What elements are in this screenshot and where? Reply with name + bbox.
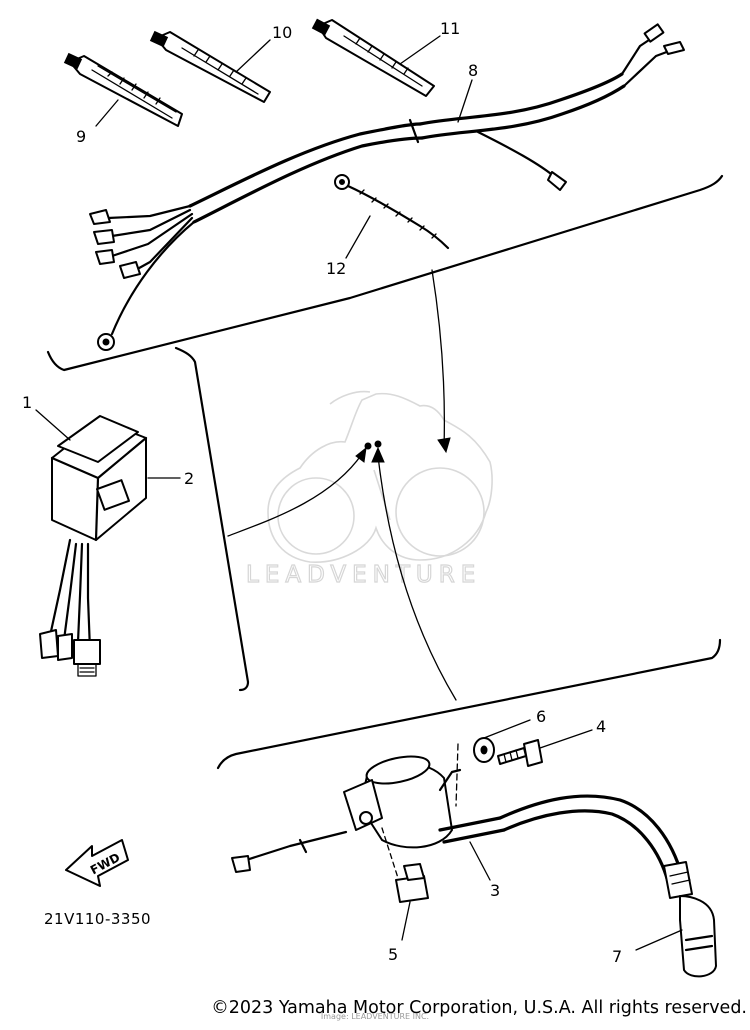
callout-10: 10 (272, 23, 292, 42)
watermark-caption: Image: LEADVENTURE INC. (320, 1012, 430, 1021)
ground-lead-12-icon (334, 174, 450, 250)
drawing-code: 21V110-3350 (44, 910, 151, 928)
fwd-arrow-icon: FWD (65, 839, 129, 887)
leader-coil-to-vehicle (377, 455, 457, 701)
watermark-text: LEADVENTURE (246, 562, 481, 588)
copyright-text: ©2023 Yamaha Motor Corporation, U.S.A. A… (211, 998, 747, 1018)
callout-2: 2 (184, 469, 194, 488)
leader-arrowhead-1 (437, 437, 451, 454)
callout-9: 9 (76, 127, 86, 146)
callout-1: 1 (22, 393, 32, 412)
frame-line-top (46, 174, 724, 372)
callout-6: 6 (536, 707, 546, 726)
ignition-coil-3-icon (231, 755, 717, 978)
frame-line-lower (216, 638, 722, 770)
leader-arrowhead-2 (355, 446, 367, 463)
callout-leader-3 (469, 841, 491, 881)
leader-arrowhead-3 (371, 446, 385, 463)
callout-leader-1 (35, 409, 71, 441)
bolt-5-axis (381, 827, 399, 879)
washer-6-icon (473, 737, 495, 763)
callout-12: 12 (326, 259, 346, 278)
callout-4: 4 (596, 717, 606, 736)
callout-leader-11 (399, 35, 441, 65)
cdi-unit-icon (39, 415, 148, 677)
callout-7: 7 (612, 947, 622, 966)
vehicle-mount-point-b (374, 440, 382, 448)
copyright-notice: ©2023 Yamaha Motor Corporation, U.S.A. A… (0, 998, 750, 1018)
frame-line-middle (174, 346, 250, 692)
cable-tie-11-icon (311, 18, 435, 97)
callout-5: 5 (388, 945, 398, 964)
callout-leader-4 (539, 729, 593, 749)
bolt-4-icon (497, 739, 543, 767)
cable-tie-10-icon (149, 30, 271, 103)
bolt-5-icon (395, 863, 429, 903)
callout-11: 11 (440, 19, 460, 38)
leader-cdi-to-vehicle (227, 453, 363, 537)
callout-leader-9 (95, 99, 119, 127)
callout-leader-7 (635, 929, 683, 951)
callout-8: 8 (468, 61, 478, 80)
callout-leader-6 (483, 719, 531, 739)
callout-leader-5 (401, 901, 411, 941)
callout-leader-8 (457, 79, 473, 123)
cable-tie-9-icon (63, 52, 183, 127)
wire-harness-8-icon (89, 23, 685, 351)
callout-leader-12 (345, 215, 371, 259)
leader-harness-to-vehicle (431, 269, 446, 449)
bolt-4-axis (455, 743, 459, 807)
callout-leader-10 (235, 39, 271, 73)
vehicle-mount-point-a (364, 442, 372, 450)
callout-3: 3 (490, 881, 500, 900)
